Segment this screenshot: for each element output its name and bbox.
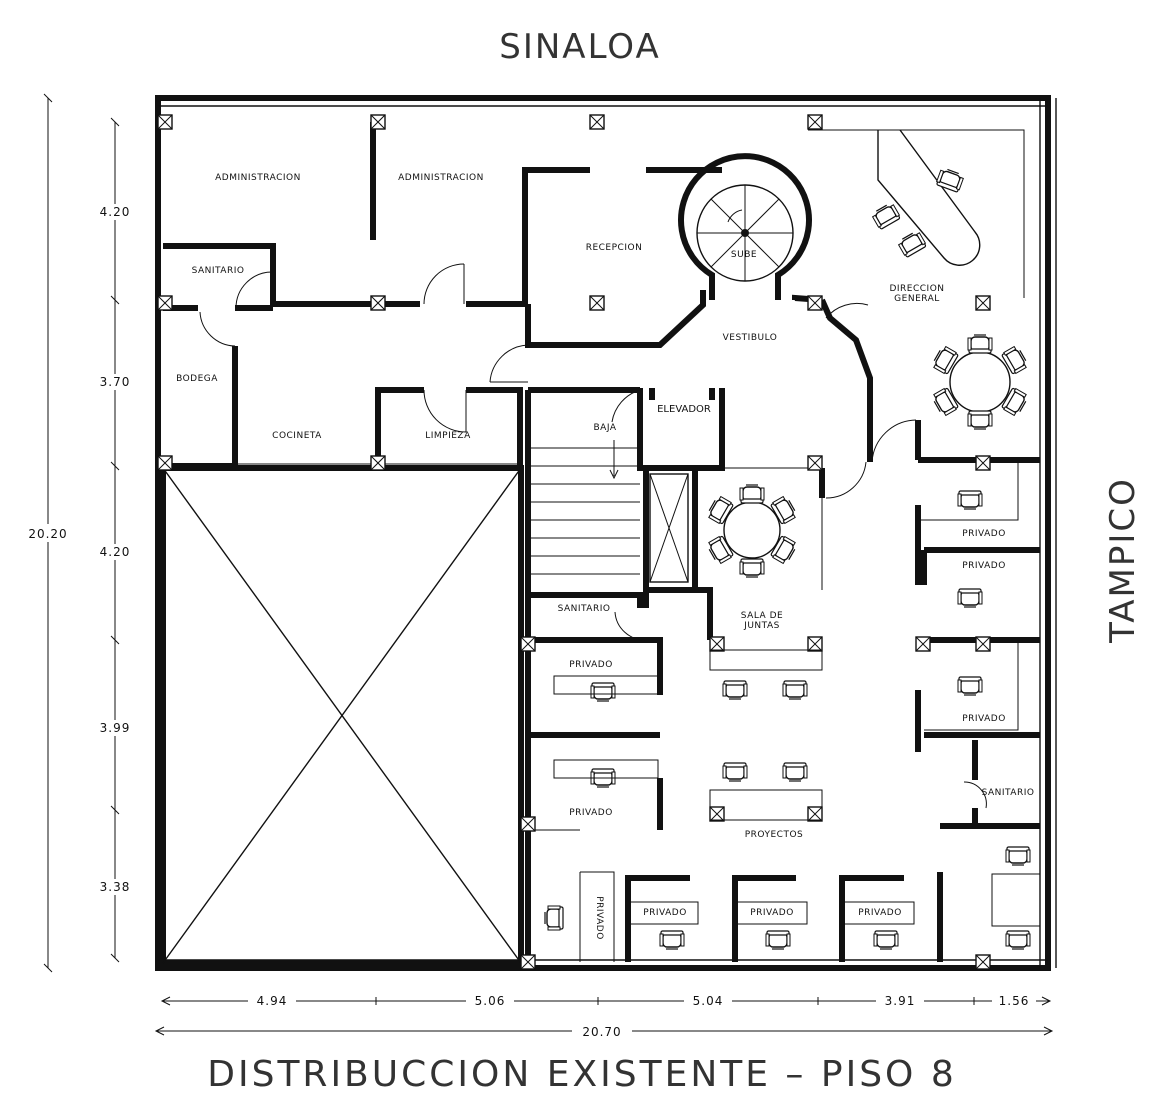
executive-desk bbox=[877, 129, 981, 266]
room-label-privado-4: PRIVADO bbox=[962, 561, 1006, 571]
room-label-elevador: ELEVADOR bbox=[657, 404, 711, 415]
drawing-title: DISTRIBUCCION EXISTENTE – PISO 8 bbox=[207, 1054, 956, 1095]
spiral-stair bbox=[678, 153, 812, 300]
dimension-horizontal-4: 3.91 bbox=[885, 994, 916, 1008]
dimension-horizontal-1: 4.94 bbox=[257, 994, 288, 1008]
room-label-limpieza: LIMPIEZA bbox=[425, 431, 471, 441]
room-label-privado-7: PRIVADO bbox=[643, 908, 687, 918]
room-label-recepcion: RECEPCION bbox=[586, 243, 643, 253]
room-label-sube: SUBE bbox=[731, 250, 757, 260]
furniture bbox=[544, 166, 1041, 950]
room-labels: ADMINISTRACION ADMINISTRACION SANITARIO … bbox=[176, 173, 1034, 940]
dimension-vertical-3: 4.20 bbox=[100, 545, 131, 559]
void-shaft bbox=[160, 465, 524, 966]
dimension-total-height: 20.20 bbox=[28, 527, 67, 541]
room-label-cocineta: COCINETA bbox=[272, 431, 322, 441]
outer-walls bbox=[155, 95, 1057, 971]
room-label-privado-9: PRIVADO bbox=[858, 908, 902, 918]
vertical-dimensions: 20.20 4.20 3.70 4.20 3.99 3.38 bbox=[20, 93, 138, 973]
straight-stair bbox=[528, 440, 640, 575]
round-table-direccion bbox=[930, 334, 1030, 430]
dimension-vertical-4: 3.99 bbox=[100, 721, 131, 735]
dimension-vertical-2: 3.70 bbox=[100, 375, 131, 389]
room-label-vestibulo: VESTIBULO bbox=[723, 333, 778, 343]
dimension-horizontal-2: 5.06 bbox=[475, 994, 506, 1008]
dimension-vertical-1: 4.20 bbox=[100, 205, 131, 219]
room-label-proyectos: PROYECTOS bbox=[745, 830, 804, 840]
street-label-top: SINALOA bbox=[499, 27, 660, 67]
dimension-total-width: 20.70 bbox=[582, 1025, 621, 1039]
dimension-horizontal-3: 5.04 bbox=[693, 994, 724, 1008]
dimension-vertical-5: 3.38 bbox=[100, 880, 131, 894]
horizontal-dimensions: 4.94 5.06 5.04 3.91 1.56 20.70 bbox=[154, 993, 1054, 1039]
elevator-shaft bbox=[649, 473, 689, 583]
room-label-privado-5: PRIVADO bbox=[962, 714, 1006, 724]
room-label-privado-3: PRIVADO bbox=[962, 529, 1006, 539]
room-label-sala-line2: JUNTAS bbox=[743, 621, 780, 631]
room-label-sanitario-3: SANITARIO bbox=[982, 788, 1035, 798]
room-label-administracion-1: ADMINISTRACION bbox=[215, 173, 301, 183]
structural-columns bbox=[157, 114, 991, 970]
room-label-bodega: BODEGA bbox=[176, 374, 218, 384]
room-label-baja: BAJA bbox=[594, 423, 617, 433]
round-table-sala-juntas bbox=[705, 484, 799, 578]
room-label-direccion-line2: GENERAL bbox=[894, 294, 940, 304]
street-label-right: TAMPICO bbox=[1103, 477, 1143, 644]
room-label-sanitario-2: SANITARIO bbox=[558, 604, 611, 614]
doors bbox=[199, 263, 987, 809]
room-label-privado-6: PRIVADO bbox=[594, 896, 604, 940]
room-label-sanitario-1: SANITARIO bbox=[192, 266, 245, 276]
dimension-horizontal-5: 1.56 bbox=[999, 994, 1030, 1008]
room-label-privado-8: PRIVADO bbox=[750, 908, 794, 918]
room-label-administracion-2: ADMINISTRACION bbox=[398, 173, 484, 183]
room-label-privado-1: PRIVADO bbox=[569, 660, 613, 670]
interior-walls bbox=[163, 122, 1040, 968]
room-label-privado-2: PRIVADO bbox=[569, 808, 613, 818]
room-label-sala-line1: SALA DE bbox=[741, 611, 783, 621]
room-label-direccion-line1: DIRECCION bbox=[889, 284, 944, 294]
